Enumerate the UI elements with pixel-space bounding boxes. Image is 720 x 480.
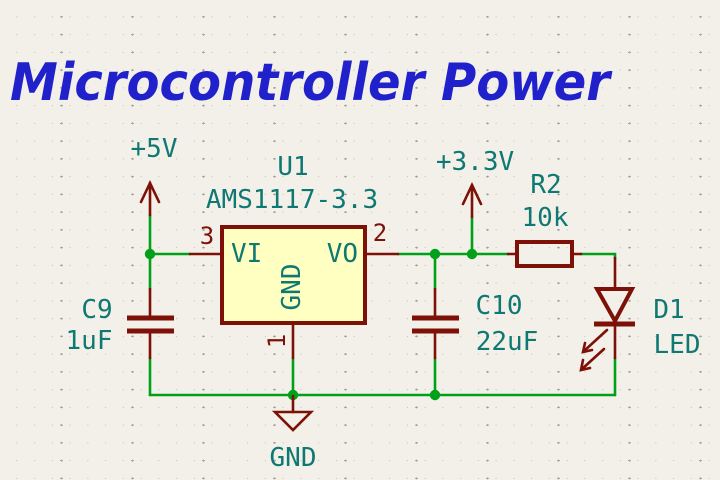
capacitor-c10[interactable]: C10 22uF [412, 287, 539, 360]
emission-arrow [580, 347, 606, 371]
pin-number-gnd: 1 [263, 334, 291, 348]
capacitor-c9[interactable]: C9 1uF [66, 287, 174, 360]
power-label-3v3: +3.3V [436, 147, 514, 177]
wire[interactable] [579, 252, 617, 260]
value-r2: 10k [522, 203, 569, 233]
ground-symbol[interactable]: GND [270, 394, 317, 473]
value-u1: AMS1117-3.3 [206, 185, 378, 215]
wires [148, 213, 617, 397]
emission-arrow-head [581, 341, 594, 354]
reference-u1: U1 [277, 152, 308, 182]
ground-triangle-icon [271, 410, 315, 432]
pin-number-vo: 2 [373, 219, 387, 247]
reference-r2: R2 [530, 170, 561, 200]
reference-d1: D1 [653, 295, 684, 325]
pin-name-vi: VI [231, 239, 262, 269]
junction-dot[interactable] [144, 248, 156, 260]
junction-dot[interactable] [429, 389, 441, 401]
ground-label: GND [270, 443, 317, 473]
regulator-u1[interactable]: 3 VI 2 VO 1 GND U1 AMS1117-3.3 [188, 152, 400, 360]
schematic-title[interactable]: Microcontroller Power [10, 53, 613, 113]
power-label-5v: +5V [131, 134, 178, 164]
pin-number-vi: 3 [200, 222, 214, 250]
reference-c10: C10 [476, 291, 523, 321]
value-c10: 22uF [476, 327, 539, 357]
junction-dot[interactable] [429, 248, 441, 260]
power-flag-3v3[interactable]: +3.3V [436, 147, 514, 219]
emission-arrow [582, 328, 609, 353]
power-arrow-head-icon [461, 181, 483, 206]
led-emission-arrows-icon [579, 328, 609, 372]
junction-dot[interactable] [466, 248, 478, 260]
power-arrow-head-icon [139, 179, 161, 204]
pin-name-gnd: GND [277, 264, 307, 311]
pin-name-vo: VO [327, 239, 358, 269]
value-c9: 1uF [66, 326, 113, 356]
led-d1[interactable]: D1 LED [579, 256, 701, 372]
resistor-body-icon [515, 240, 574, 268]
junctions [144, 248, 478, 401]
led-triangle-icon [593, 287, 636, 326]
value-d1: LED [654, 330, 701, 360]
emission-arrow-head [579, 358, 592, 372]
reference-c9: C9 [81, 295, 112, 325]
resistor-r2[interactable]: R2 10k [506, 170, 583, 268]
power-flag-5v[interactable]: +5V [131, 134, 178, 217]
